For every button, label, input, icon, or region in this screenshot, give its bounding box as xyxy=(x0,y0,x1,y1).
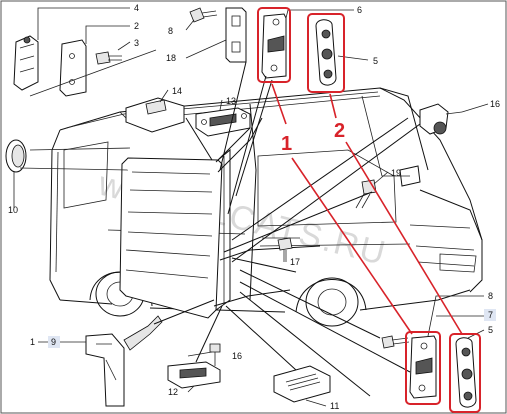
highlight-box-2-top xyxy=(307,13,345,93)
highlight-label-1: 1 xyxy=(281,133,292,155)
callout-14[interactable]: 14 xyxy=(172,86,182,96)
callout-7-selected-bg xyxy=(484,309,496,321)
callout-2[interactable]: 2 xyxy=(134,21,139,31)
sliding-door-panel xyxy=(119,117,321,319)
callout-7[interactable]: 7 xyxy=(488,310,493,320)
part-4-hinge-bracket xyxy=(13,35,39,91)
highlight-group-1: 1 xyxy=(257,7,441,405)
callout-13[interactable]: 13 xyxy=(226,96,236,106)
part-5-lower-guide xyxy=(455,337,477,408)
callout-18[interactable]: 18 xyxy=(166,53,176,63)
callout-10[interactable]: 10 xyxy=(8,205,18,215)
callout-16-top[interactable]: 16 xyxy=(490,99,500,109)
callout-12[interactable]: 12 xyxy=(168,387,178,397)
highlight-box-2-bottom xyxy=(449,333,481,413)
part-5-guide xyxy=(315,19,337,86)
part-12-lower-lock xyxy=(167,361,221,389)
callout-5-bottom[interactable]: 5 xyxy=(488,325,493,335)
highlight-box-1-bottom xyxy=(405,331,441,405)
part-6-striker xyxy=(261,13,287,79)
part-8-bolt-lower xyxy=(381,335,410,349)
callout-8-top[interactable]: 8 xyxy=(168,26,173,36)
part-16-screw-lower xyxy=(209,343,221,366)
part-8-bolt-top xyxy=(189,7,218,23)
callout-5-top[interactable]: 5 xyxy=(373,56,378,66)
part-18-strike-plate xyxy=(225,7,247,63)
part-10-cap xyxy=(5,139,27,173)
callout-11[interactable]: 11 xyxy=(330,401,339,411)
callout-19[interactable]: 19 xyxy=(391,168,401,178)
part-3-bolt xyxy=(95,51,122,65)
callout-4[interactable]: 4 xyxy=(134,3,139,13)
callout-17[interactable]: 17 xyxy=(290,257,300,267)
part-7-lower-striker xyxy=(409,335,437,399)
part-13-lock xyxy=(195,107,251,137)
part-9-lower-arm xyxy=(85,315,163,407)
part-14-latch xyxy=(125,97,185,133)
part-16-roller-upper xyxy=(419,103,463,135)
part-2-mounting-plate xyxy=(59,39,87,97)
callout-6[interactable]: 6 xyxy=(357,5,362,15)
highlight-label-2: 2 xyxy=(334,120,345,142)
leader-lines xyxy=(13,7,489,407)
callout-9-selected-bg xyxy=(48,336,60,348)
callout-1[interactable]: 1 xyxy=(30,337,35,347)
callout-9[interactable]: 9 xyxy=(51,337,56,347)
highlight-box-1-top xyxy=(257,7,291,83)
callout-3[interactable]: 3 xyxy=(134,38,139,48)
callout-numbers: 4 2 3 8 18 6 5 14 13 16 19 10 17 1 9 16 … xyxy=(8,3,500,411)
part-11-lock-housing xyxy=(273,365,331,403)
callout-16-bottom[interactable]: 16 xyxy=(232,351,242,361)
callout-8-bottom[interactable]: 8 xyxy=(488,291,493,301)
highlight-group-2: 2 xyxy=(307,13,481,413)
part-17-screw xyxy=(277,237,293,262)
